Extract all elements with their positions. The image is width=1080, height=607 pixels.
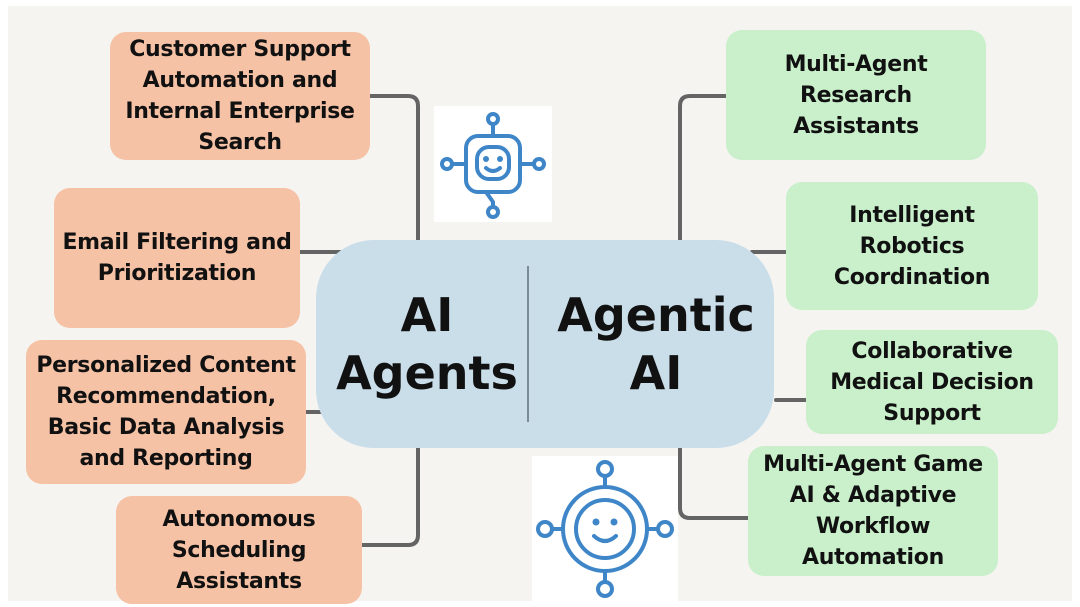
customer-support-label: Customer Support Automation and Internal…: [125, 37, 355, 155]
connector-customer-support: [368, 94, 420, 242]
personalized-content-label: Personalized Content Recommendation, Bas…: [36, 353, 296, 471]
robot-chat-icon-card: [434, 106, 552, 222]
ai-agents-example-email-filtering: Email Filtering and Prioritization: [54, 188, 300, 328]
agentic-ai-example-robotics: Intelligent Robotics Coordination: [786, 182, 1038, 310]
game-ai-label: Multi-Agent Game AI & Adaptive Workflow …: [763, 452, 983, 570]
autonomous-scheduling-label: Autonomous Scheduling Assistants: [162, 506, 316, 594]
agentic-ai-example-game-ai: Multi-Agent Game AI & Adaptive Workflow …: [748, 446, 998, 576]
hub-divider: [527, 266, 529, 422]
connector-research-assistants: [678, 94, 728, 242]
email-filtering-label: Email Filtering and Prioritization: [62, 230, 292, 286]
hub-title-agentic-ai: Agentic AI: [557, 288, 755, 400]
central-hub: AI Agents Agentic AI: [316, 240, 774, 448]
ai-agents-example-customer-support: Customer Support Automation and Internal…: [110, 32, 370, 160]
robot-chat-icon: [440, 112, 546, 219]
agentic-ai-example-medical: Collaborative Medical Decision Support: [806, 330, 1058, 434]
medical-label: Collaborative Medical Decision Support: [830, 338, 1034, 426]
smiley-network-icon: [536, 460, 674, 598]
ai-agents-example-autonomous-scheduling: Autonomous Scheduling Assistants: [116, 496, 362, 604]
agentic-ai-example-research-assistants: Multi-Agent Research Assistants: [726, 30, 986, 160]
smiley-network-icon-card: [532, 456, 678, 602]
ai-agents-example-personalized-content: Personalized Content Recommendation, Bas…: [26, 340, 306, 484]
research-assistants-label: Multi-Agent Research Assistants: [784, 51, 928, 139]
connector-game-ai: [678, 446, 750, 520]
connector-autonomous-scheduling: [360, 446, 420, 547]
hub-title-ai-agents: AI Agents: [336, 288, 518, 400]
robotics-label: Intelligent Robotics Coordination: [833, 202, 991, 290]
